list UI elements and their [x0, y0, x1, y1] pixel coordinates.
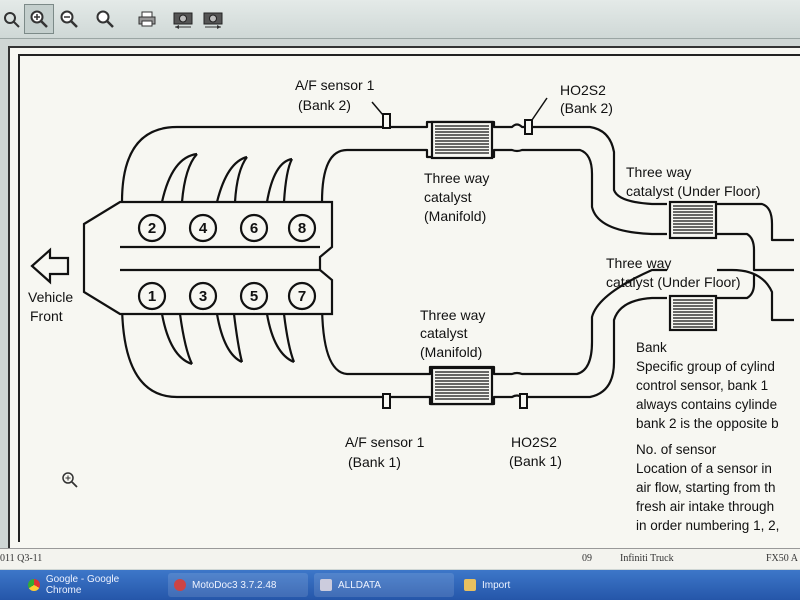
zoom-reset-button[interactable] [90, 4, 120, 34]
twc-manifold-bank2-label: Three way catalyst (Manifold) [424, 170, 493, 224]
underfloor-outlet-bank2-inner [717, 232, 794, 272]
manifold-runner [178, 313, 193, 365]
camera-forward-button[interactable] [198, 4, 228, 34]
zoom-out-icon [60, 10, 78, 28]
taskbar-item-label: MotoDoc3 3.7.2.48 [192, 579, 277, 591]
print-icon [138, 11, 156, 27]
zoom-in-icon [30, 10, 48, 28]
catalysts [430, 120, 718, 406]
exhaust-pipe-bank1-inner [320, 268, 667, 376]
cylinder-5 [239, 281, 269, 311]
footer-vehicle: FX50 A [766, 553, 798, 564]
manifold-runner [180, 153, 198, 203]
manifold-runner [282, 158, 293, 203]
chrome-icon [28, 579, 40, 591]
zoom-cursor-icon [62, 472, 78, 488]
footer-date: 011 Q3-11 [0, 553, 43, 564]
twc-underfloor-bank2 [668, 200, 718, 240]
cylinder-number: 1 [148, 288, 156, 305]
zoom-area-icon [4, 12, 20, 28]
taskbar-item-label: ALLDATA [338, 579, 381, 591]
cylinder-number: 8 [298, 220, 306, 237]
taskbar-item-chrome[interactable]: Google - Google Chrome [22, 573, 162, 597]
taskbar-item-motodoc[interactable]: MotoDoc3 3.7.2.48 [168, 573, 308, 597]
taskbar: Google - Google Chrome MotoDoc3 3.7.2.48… [0, 570, 800, 600]
ho2s2-bank1-marker [519, 393, 528, 409]
cylinder-6 [239, 213, 269, 243]
motodoc-icon [174, 579, 186, 591]
footer-page: 09 [582, 553, 592, 564]
twc-underfloor-bank1 [668, 294, 718, 332]
alldata-icon [320, 579, 332, 591]
twc-underfloor-bank2-label: Three way catalyst (Under Floor) [626, 164, 761, 199]
leader-line [371, 101, 384, 116]
twc-manifold-bank2 [430, 120, 494, 160]
manifold-runner [265, 313, 295, 364]
taskbar-item-label: Google - Google Chrome [45, 574, 120, 596]
camera-back-icon [173, 12, 193, 29]
vehicle-front-arrow-icon [30, 247, 70, 285]
taskbar-item-label: Import [482, 579, 511, 591]
document-page: 2 4 6 8 1 3 5 7 A/F sensor 1 (Bank 2) [8, 46, 800, 568]
af-sensor-bank1-label: A/F sensor 1 (Bank 1) [345, 434, 428, 470]
cylinder-number: 3 [199, 288, 207, 305]
zoom-area-button[interactable] [0, 4, 26, 34]
zoom-in-button[interactable] [24, 4, 54, 34]
cylinder-row-bank2: 2 4 6 8 [137, 213, 317, 243]
af-sensor-bank2-marker [382, 113, 391, 129]
twc-underfloor-bank1-label: Three way catalyst (Under Floor) [606, 255, 741, 290]
cylinder-3 [188, 281, 218, 311]
cylinder-row-bank1: 1 3 5 7 [137, 281, 317, 311]
manifold-runner [215, 155, 248, 203]
exhaust-system-diagram: 2 4 6 8 1 3 5 7 A/F sensor 1 (Bank 2) [28, 77, 794, 533]
vehicle-front-label: Vehicle Front [28, 289, 77, 324]
ho2s2-bank1-label: HO2S2 (Bank 1) [509, 434, 562, 469]
af-sensor-bank1-marker [382, 393, 391, 409]
cylinder-2 [137, 213, 167, 243]
bank-definition-note: Bank Specific group of cylind control se… [636, 340, 781, 431]
leader-line [531, 97, 548, 121]
cylinder-number: 5 [250, 288, 258, 305]
manifold-runner [232, 313, 244, 363]
folder-icon [464, 579, 476, 591]
manifold-runner [282, 313, 296, 363]
cylinder-number: 2 [148, 220, 156, 237]
manifold-runner [215, 313, 243, 364]
cylinder-7 [287, 281, 317, 311]
manifold-runner [160, 152, 198, 203]
cylinder-number: 7 [298, 288, 306, 305]
exhaust-pipe-bank2-outer [120, 120, 667, 206]
viewer-toolbar [0, 0, 800, 39]
manifold-runner [160, 313, 193, 366]
manifold-runner [265, 157, 293, 203]
footer-model: Infiniti Truck [620, 553, 674, 564]
zoom-reset-icon [96, 10, 114, 28]
taskbar-item-alldata[interactable]: ALLDATA [314, 573, 454, 597]
ho2s2-bank2-marker [524, 119, 533, 135]
underfloor-outlet-bank1 [717, 274, 756, 300]
exhaust-pipe-bank2-inner [320, 148, 667, 236]
taskbar-item-import[interactable]: Import [458, 573, 598, 597]
underfloor-outlet-bank1-inner [717, 268, 794, 322]
cylinder-8 [287, 213, 317, 243]
document-footer: 011 Q3-11 09 Infiniti Truck FX50 A [0, 548, 800, 569]
print-button[interactable] [132, 4, 162, 34]
cylinder-4 [188, 213, 218, 243]
camera-forward-icon [203, 12, 223, 29]
cylinder-1 [137, 281, 167, 311]
diagram-frame [18, 54, 800, 542]
twc-manifold-bank1-label: Three way catalyst (Manifold) [420, 307, 489, 360]
af-sensor-bank2-label: A/F sensor 1 (Bank 2) [295, 77, 378, 113]
zoom-out-button[interactable] [54, 4, 84, 34]
camera-back-button[interactable] [168, 4, 198, 34]
cylinder-number: 4 [199, 220, 208, 237]
cylinder-number: 6 [250, 220, 258, 237]
twc-manifold-bank1 [430, 366, 494, 406]
manifold-runner [233, 156, 248, 203]
ho2s2-bank2-label: HO2S2 (Bank 2) [560, 82, 613, 116]
sensor-number-note: No. of sensor Location of a sensor in ai… [636, 442, 779, 533]
underfloor-outlet-bank2 [717, 202, 794, 242]
